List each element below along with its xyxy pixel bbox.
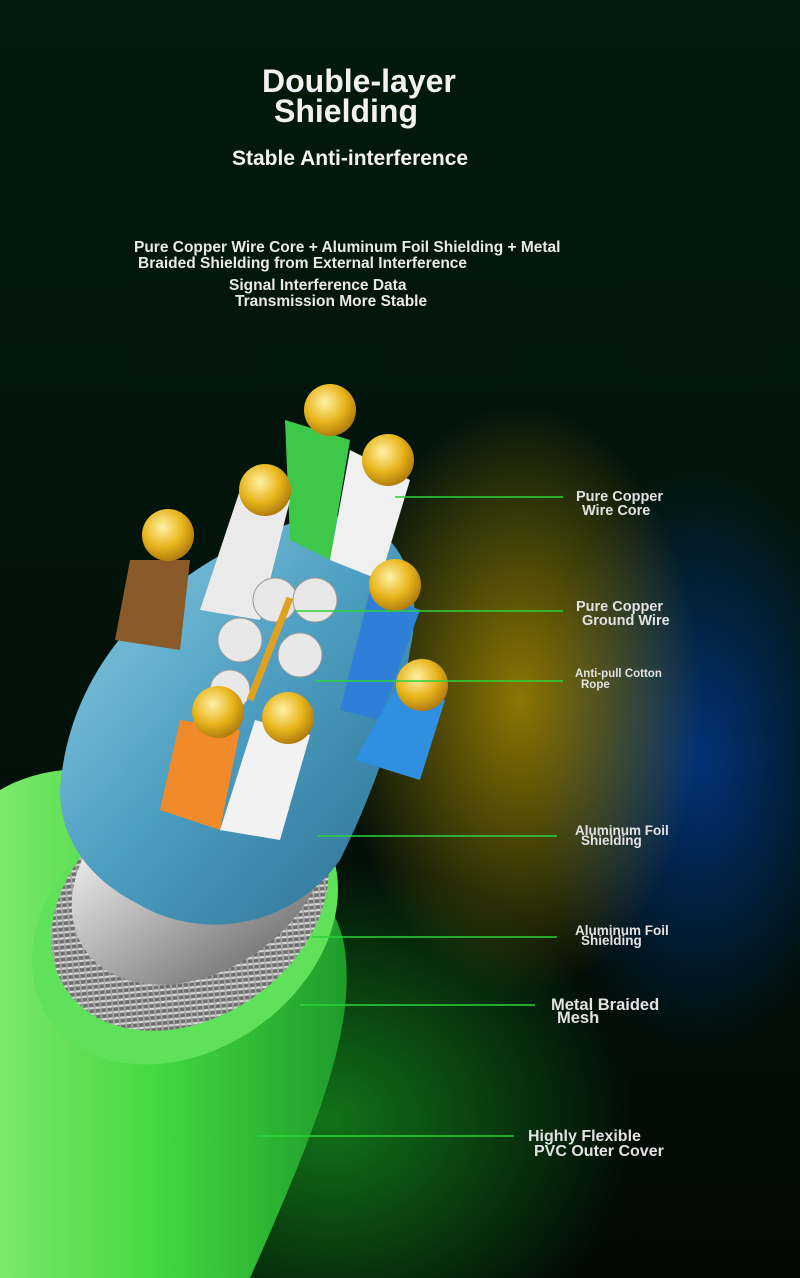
callout-line: Highly Flexible bbox=[528, 1128, 641, 1145]
callout-line: Aluminum Foil bbox=[575, 923, 669, 938]
callout-pvc-outer-cover: Highly Flexible PVC Outer Cover bbox=[528, 1128, 664, 1160]
callout-line: Anti-pull Cotton bbox=[575, 668, 662, 680]
copper-ground-wire bbox=[246, 596, 294, 702]
callout-copper-wire-core: Pure Copper Wire Core bbox=[576, 489, 664, 519]
callout-line: Mesh bbox=[557, 1009, 600, 1027]
subtitle: Stable Anti-interference bbox=[232, 147, 469, 170]
callout-line: PVC Outer Cover bbox=[534, 1143, 664, 1160]
copper-wire-cores bbox=[142, 384, 448, 744]
description-line-3: Signal Interference Data bbox=[229, 277, 407, 294]
callout-line: Wire Core bbox=[582, 503, 651, 519]
description-block-2: Signal Interference Data Transmission Mo… bbox=[229, 278, 427, 310]
title-line-2: Shielding bbox=[274, 93, 418, 129]
description-line-2: Braided Shielding from External Interfer… bbox=[138, 255, 468, 272]
description-line-4: Transmission More Stable bbox=[235, 293, 428, 310]
callout-aluminum-foil-inner: Aluminum Foil Shielding bbox=[575, 823, 669, 848]
description-block-1: Pure Copper Wire Core + Aluminum Foil Sh… bbox=[134, 240, 560, 272]
description-line-1: Pure Copper Wire Core + Aluminum Foil Sh… bbox=[134, 239, 561, 256]
callout-line: Rope bbox=[581, 679, 610, 691]
wire-pair-orange bbox=[160, 720, 310, 840]
page-title: Double-layer Shielding bbox=[262, 63, 456, 129]
callout-line: Pure Copper bbox=[576, 489, 664, 505]
callout-line: Shielding bbox=[581, 833, 642, 848]
callout-line: Shielding bbox=[581, 933, 642, 948]
callout-copper-ground-wire: Pure Copper Ground Wire bbox=[576, 599, 670, 629]
callout-line: Aluminum Foil bbox=[575, 823, 669, 838]
callout-line: Pure Copper bbox=[576, 599, 664, 615]
title-line-1: Double-layer bbox=[262, 63, 456, 99]
callout-metal-braided-mesh: Metal Braided Mesh bbox=[551, 996, 660, 1027]
leader-lines bbox=[258, 496, 563, 1137]
callout-line: Ground Wire bbox=[582, 613, 670, 629]
callout-aluminum-foil-outer: Aluminum Foil Shielding bbox=[575, 923, 669, 948]
callout-cotton-rope: Anti-pull Cotton Rope bbox=[575, 668, 662, 691]
callout-line: Metal Braided bbox=[551, 996, 660, 1014]
